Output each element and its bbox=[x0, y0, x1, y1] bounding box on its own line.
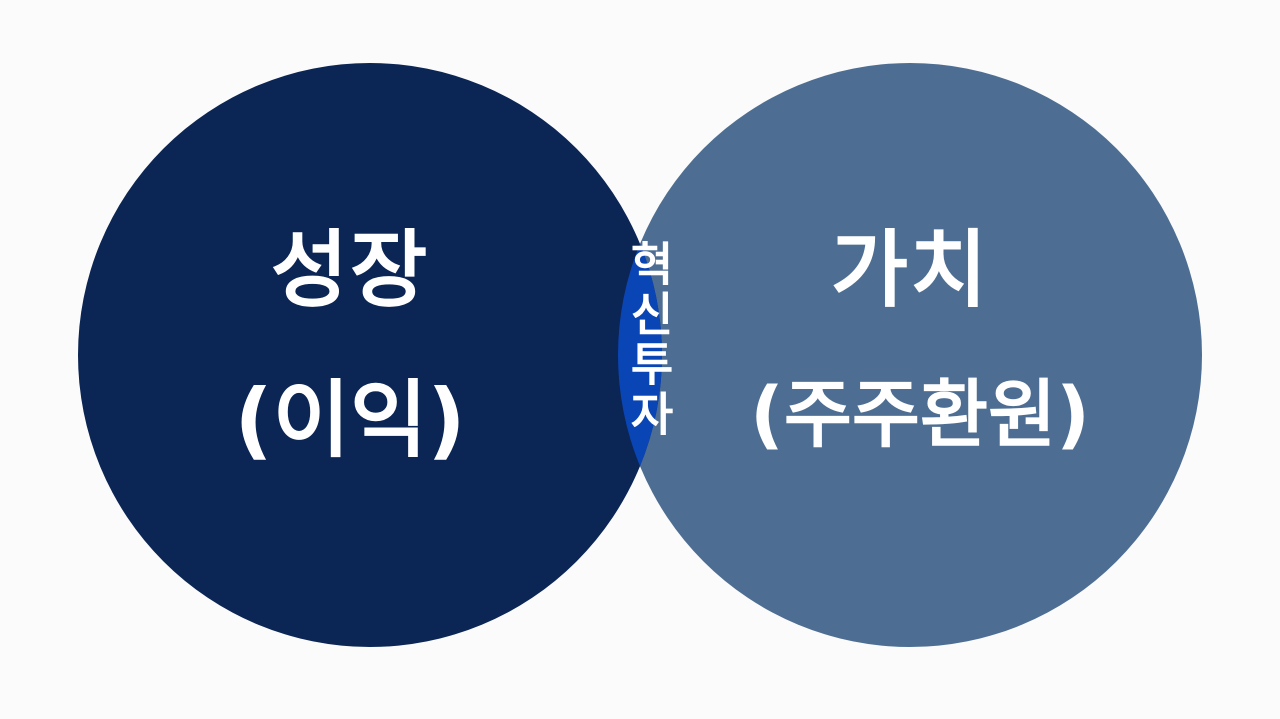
right-circle-subtitle: (주주환원) bbox=[750, 372, 1090, 458]
right-circle bbox=[618, 63, 1202, 647]
intersection-label: 혁신투자 bbox=[622, 240, 676, 440]
left-circle bbox=[78, 63, 662, 647]
left-circle-title: 성장 bbox=[270, 221, 430, 319]
right-circle-title: 가치 bbox=[830, 221, 990, 319]
left-circle-subtitle: (이익) bbox=[234, 371, 466, 469]
